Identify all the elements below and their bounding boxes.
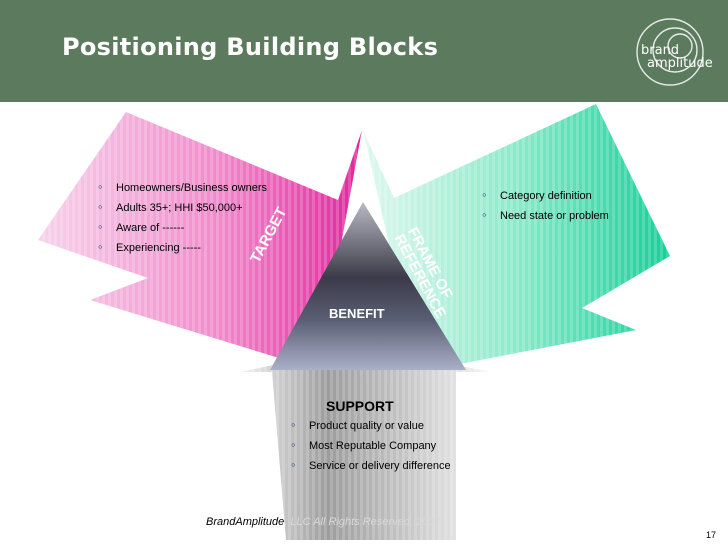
support-bullet-list: Product quality or value Most Reputable … xyxy=(289,418,451,479)
list-item: Need state or problem xyxy=(480,208,609,229)
target-bullet-list: Homeowners/Business owners Adults 35+; H… xyxy=(96,180,267,261)
benefit-triangle xyxy=(270,202,466,370)
list-item: Category definition xyxy=(480,188,609,209)
frame-bullet-list: Category definition Need state or proble… xyxy=(480,188,609,229)
list-item: Service or delivery difference xyxy=(289,458,451,479)
list-item: Product quality or value xyxy=(289,418,451,439)
list-item: Aware of ------ xyxy=(96,220,267,241)
logo-ring-inner xyxy=(667,33,693,59)
footer-rights: , LLC All Rights Reserved, 2007 xyxy=(284,516,441,528)
page-number: 17 xyxy=(706,530,717,540)
benefit-label: BENEFIT xyxy=(329,306,385,321)
footer-brand: BrandAmplitude xyxy=(206,516,285,528)
list-item: Adults 35+; HHI $50,000+ xyxy=(96,200,267,221)
logo-word-amplitude: amplitude xyxy=(647,56,713,71)
copyright-footer: BrandAmplitude, LLC All Rights Reserved,… xyxy=(206,516,440,528)
logo-ring-outer xyxy=(636,18,704,86)
support-label: SUPPORT xyxy=(326,398,394,414)
logo-word-brand: brand xyxy=(641,43,680,58)
slide-header xyxy=(0,0,728,102)
slide-title: Positioning Building Blocks xyxy=(62,33,439,61)
brand-logo xyxy=(636,18,704,86)
list-item: Homeowners/Business owners xyxy=(96,180,267,201)
list-item: Experiencing ----- xyxy=(96,240,267,261)
logo-ring-mid xyxy=(652,27,698,73)
list-item: Most Reputable Company xyxy=(289,438,451,459)
